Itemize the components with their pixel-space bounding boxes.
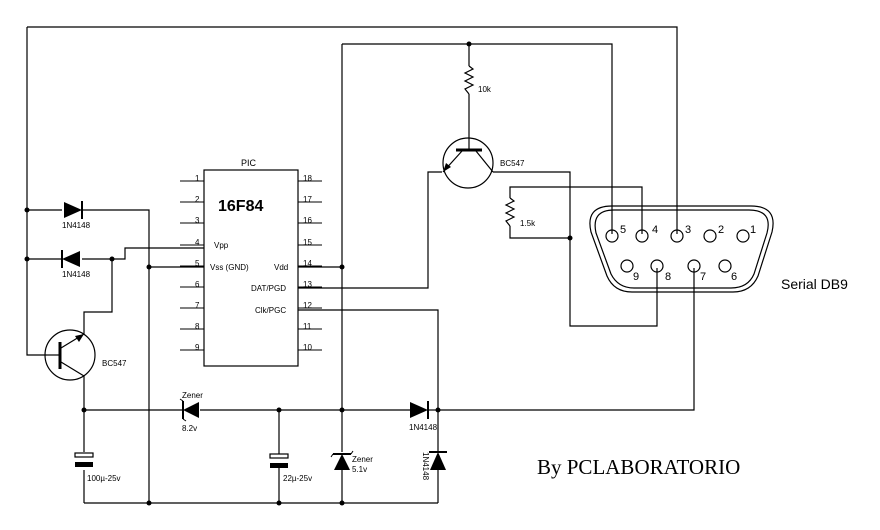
pin-label-vss: Vss (GND) xyxy=(210,263,249,272)
resistor-1-5k-label: 1.5k xyxy=(520,219,536,228)
chip-name: 16F84 xyxy=(218,198,263,215)
wires xyxy=(26,26,695,504)
db9-pin-8: 8 xyxy=(665,271,671,283)
pin-label-vdd: Vdd xyxy=(274,263,288,272)
zener-5-1v: Zener 5.1v xyxy=(330,450,373,474)
pin-number-12: 12 xyxy=(303,301,312,310)
diode-1n4148-vertical: 1N4148 xyxy=(421,451,447,481)
pin-number-18: 18 xyxy=(303,174,312,183)
diode-1n4148-top: 1N4148 xyxy=(62,201,91,230)
resistor-1-5k: 1.5k xyxy=(504,197,536,228)
pin-number-4: 4 xyxy=(195,238,200,247)
zener-8-2v: Zener 8.2v xyxy=(179,391,203,433)
zener-8-2v-name: Zener xyxy=(182,391,203,400)
capacitor-100u-label: 100µ-25v xyxy=(87,474,121,483)
diode-1n4148-bottom: 1N4148 xyxy=(409,401,438,432)
transistor-top-label: BC547 xyxy=(500,159,525,168)
capacitor-22u: 22µ-25v xyxy=(269,453,312,483)
chip-top-label: PIC xyxy=(241,158,257,168)
pin-number-6: 6 xyxy=(195,280,200,289)
db9-connector: 5 4 3 2 1 9 8 7 6 Serial DB9 xyxy=(589,205,848,293)
diode-1n4148-bottom-label: 1N4148 xyxy=(409,423,438,432)
db9-title: Serial DB9 xyxy=(781,276,848,292)
zener-5-1v-value: 5.1v xyxy=(352,465,367,474)
pin-label-clk: Clk/PGC xyxy=(255,306,286,315)
db9-pin-9: 9 xyxy=(633,271,639,283)
db9-pin-3: 3 xyxy=(685,224,691,236)
capacitor-100u: 100µ-25v xyxy=(74,452,121,483)
pin-number-14: 14 xyxy=(303,259,312,268)
db9-pin-2: 2 xyxy=(718,224,724,236)
pin-number-15: 15 xyxy=(303,238,312,247)
diode-1n4148-top-label: 1N4148 xyxy=(62,221,91,230)
pin-number-13: 13 xyxy=(303,280,312,289)
pin-number-5: 5 xyxy=(195,259,200,268)
pin-number-8: 8 xyxy=(195,322,200,331)
db9-pin-5: 5 xyxy=(620,224,626,236)
zener-5-1v-name: Zener xyxy=(352,455,373,464)
db9-pin-4: 4 xyxy=(652,224,658,236)
db9-pin-6: 6 xyxy=(731,271,737,283)
pin-number-9: 9 xyxy=(195,343,200,352)
diode-1n4148-middle: 1N4148 xyxy=(61,250,91,279)
pin-number-10: 10 xyxy=(303,343,312,352)
diode-1n4148-vertical-label: 1N4148 xyxy=(421,452,430,481)
junction-dots xyxy=(24,41,573,506)
pin-number-3: 3 xyxy=(195,216,200,225)
pin-label-dat: DAT/PGD xyxy=(251,284,286,293)
pin-number-1: 1 xyxy=(195,174,200,183)
pin-number-16: 16 xyxy=(303,216,312,225)
pin-number-17: 17 xyxy=(303,195,312,204)
transistor-left: BC547 xyxy=(44,329,127,381)
zener-8-2v-value: 8.2v xyxy=(182,424,197,433)
pin-number-7: 7 xyxy=(195,301,200,310)
db9-pin-1: 1 xyxy=(750,224,756,236)
resistor-10k-label: 10k xyxy=(478,85,492,94)
transistor-left-label: BC547 xyxy=(102,359,127,368)
pic-chip: PIC 16F84 1 2 3 4 5 6 7 8 9 18 17 16 15 … xyxy=(180,158,322,367)
capacitor-22u-label: 22µ-25v xyxy=(283,474,312,483)
pin-number-11: 11 xyxy=(303,322,312,331)
diode-1n4148-middle-label: 1N4148 xyxy=(62,270,91,279)
author-credit: By PCLABORATORIO xyxy=(537,455,740,479)
transistor-top: BC547 xyxy=(442,137,525,189)
pin-number-2: 2 xyxy=(195,195,200,204)
pin-label-vpp: Vpp xyxy=(214,241,229,250)
resistor-10k: 10k xyxy=(463,65,492,95)
db9-pin-7: 7 xyxy=(700,271,706,283)
